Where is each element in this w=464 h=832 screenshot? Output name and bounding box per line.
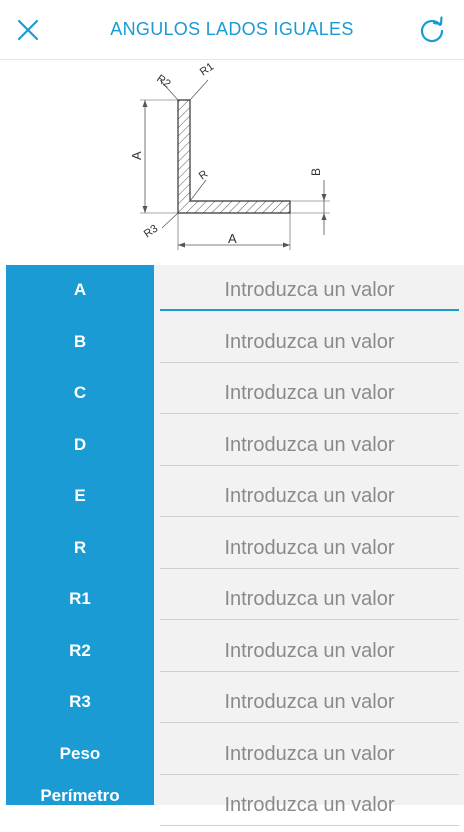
angle-profile-drawing: R2 R1 R R3 A A B [129, 61, 330, 250]
l-profile-shape [177, 99, 291, 214]
row-label: C [73, 383, 87, 402]
a-input[interactable] [160, 271, 459, 311]
angle-profile-diagram: R2 R1 R R3 A A B [0, 60, 464, 265]
row-label: D [73, 434, 87, 454]
form-row-e: E [6, 471, 464, 523]
a-vertical-label: A [129, 151, 144, 160]
label-column [6, 265, 154, 805]
row-label: A [73, 280, 87, 299]
refresh-icon [420, 16, 444, 43]
form-row-r2: R2 [6, 626, 464, 678]
b-input[interactable] [160, 322, 459, 363]
top-bar: ANGULOS LADOS IGUALES [0, 0, 464, 60]
form-row-perimetro: Perímetro [6, 780, 464, 832]
perimetro-input[interactable] [160, 786, 459, 826]
form-row-d: D [6, 420, 464, 472]
row-label: B [73, 331, 87, 351]
dimensions-form: A B C D E R R1 R2 R3 Peso Perímetro [6, 265, 464, 826]
row-label: R [73, 537, 87, 557]
form-row-peso: Peso [6, 729, 464, 781]
form-row-r3: R3 [6, 677, 464, 729]
r3-label: R3 [142, 223, 160, 241]
r-input[interactable] [160, 528, 459, 569]
row-label: E [74, 486, 86, 505]
r-label: R [197, 168, 210, 182]
form-row-a: A [6, 265, 464, 317]
refresh-button[interactable] [416, 14, 448, 46]
page-title: ANGULOS LADOS IGUALES [110, 19, 354, 39]
row-label: R3 [69, 692, 91, 711]
form-row-c: C [6, 368, 464, 420]
r2-input[interactable] [160, 631, 459, 672]
form-row-r: R [6, 523, 464, 575]
r3-input[interactable] [160, 683, 459, 723]
r1-input[interactable] [160, 580, 459, 620]
r1-label: R1 [198, 61, 216, 79]
d-input[interactable] [160, 425, 459, 466]
row-label: R1 [69, 589, 91, 608]
c-input[interactable] [160, 374, 459, 414]
r2-label: R2 [154, 73, 172, 91]
close-icon [17, 19, 39, 41]
close-button[interactable] [12, 14, 44, 46]
form-row-r1: R1 [6, 574, 464, 626]
row-label: R2 [69, 640, 91, 660]
a-horizontal-label: A [228, 231, 237, 246]
peso-input[interactable] [160, 734, 459, 775]
e-input[interactable] [160, 477, 459, 517]
row-label: Perímetro [40, 786, 120, 805]
form-row-b: B [6, 317, 464, 369]
b-label: B [309, 168, 323, 176]
row-label: Peso [59, 743, 101, 763]
